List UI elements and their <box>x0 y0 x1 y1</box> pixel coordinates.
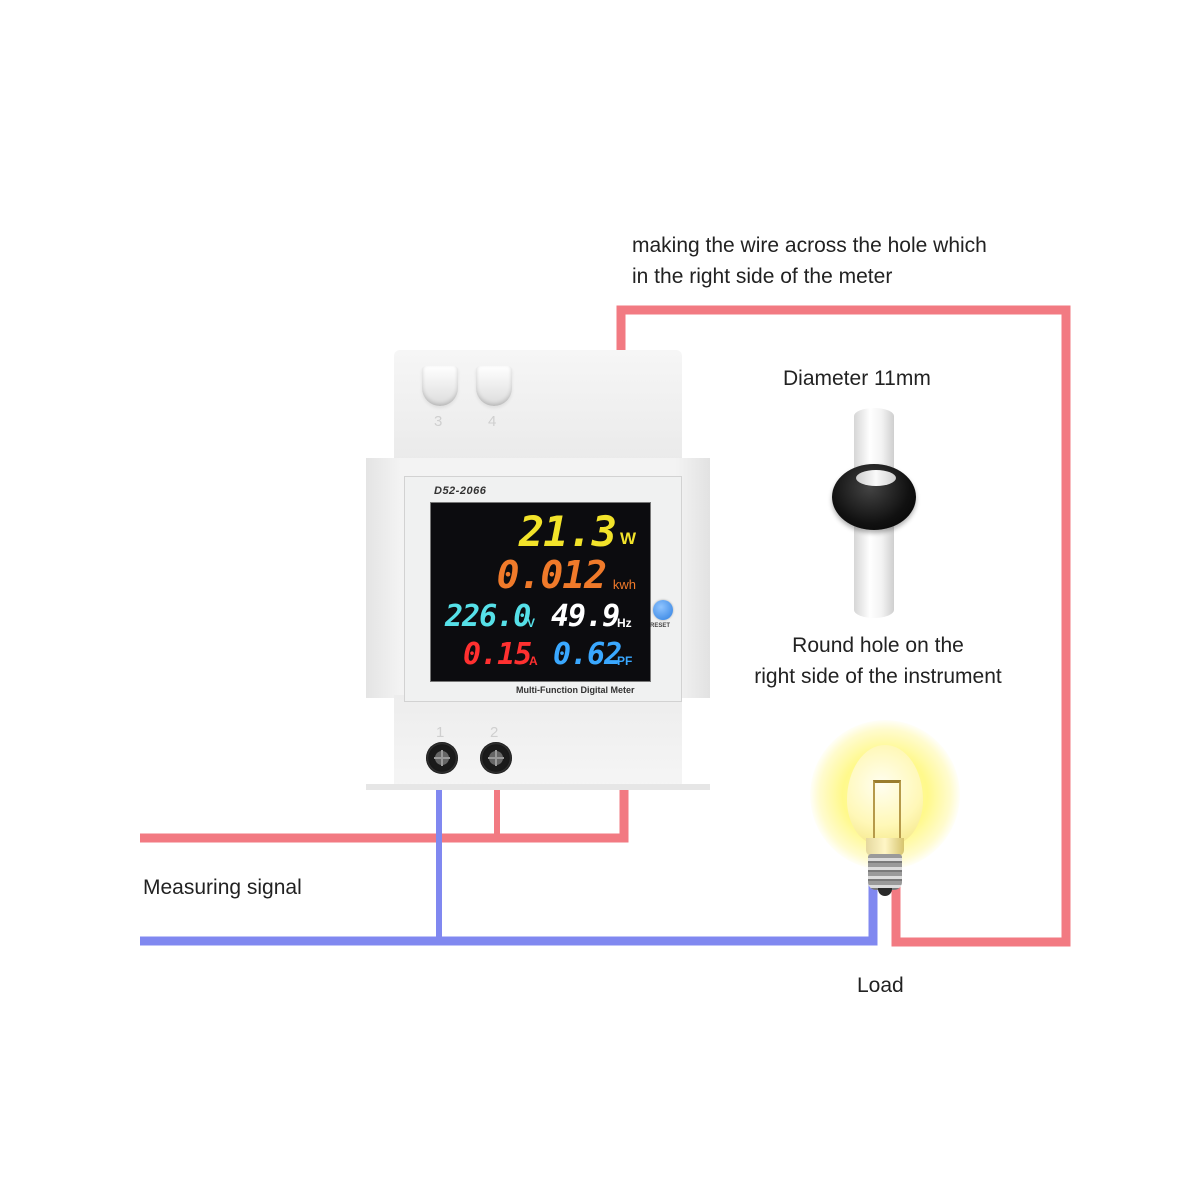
reset-button[interactable] <box>653 600 673 620</box>
terminal-2-number: 2 <box>490 724 499 741</box>
energy-value: 0.012 <box>496 553 607 597</box>
terminal-1-screw-icon <box>426 742 458 774</box>
terminal-4-slot <box>476 366 512 406</box>
bulb-globe <box>847 745 923 845</box>
hole-description-line1: Round hole on the <box>792 634 964 657</box>
measuring-signal-label: Measuring signal <box>143 876 302 899</box>
live-wire-through-ct <box>616 305 1071 947</box>
meter-caption: Multi-Function Digital Meter <box>516 685 635 695</box>
terminal-3-number: 3 <box>434 413 443 430</box>
terminal-3-slot <box>422 366 458 406</box>
load-label: Load <box>857 974 904 997</box>
bulb-tip <box>878 888 892 896</box>
lcd-screen: 21.3 W 0.012 kwh 226.0 V 49.9 Hz 0.15 A … <box>430 502 651 682</box>
meter-foot <box>366 784 710 790</box>
frequency-value: 49.9 <box>551 599 620 634</box>
ct-ring-hole <box>856 470 896 486</box>
hole-description: Round hole on the right side of the inst… <box>740 630 1016 692</box>
hole-description-line2: right side of the instrument <box>754 665 1002 688</box>
bulb-neck <box>866 838 904 856</box>
bulb-base <box>868 854 902 890</box>
terminal-4-number: 4 <box>488 413 497 430</box>
light-bulb-icon <box>810 720 960 900</box>
terminal-1-number: 1 <box>436 724 445 741</box>
power-unit: W <box>619 529 636 548</box>
power-factor-unit: PF <box>617 654 633 668</box>
live-wire-input <box>140 790 629 843</box>
voltage-value: 226.0 <box>445 599 531 634</box>
terminal-2-screw-icon <box>480 742 512 774</box>
ct-ring-icon <box>832 464 916 530</box>
current-unit: A <box>529 654 538 668</box>
voltage-unit: V <box>527 616 536 630</box>
current-transformer <box>830 408 920 620</box>
model-number: D52-2066 <box>434 485 487 497</box>
din-rail-meter: 3 4 D52-2066 21.3 W 0.012 kwh 226.0 V 49… <box>366 350 710 790</box>
power-value: 21.3 <box>518 507 617 556</box>
diameter-label: Diameter 11mm <box>783 367 931 390</box>
frequency-unit: Hz <box>617 616 632 630</box>
energy-unit: kwh <box>612 577 636 592</box>
power-factor-value: 0.62 <box>553 637 622 672</box>
bulb-filament <box>873 780 901 843</box>
wire-instruction-line1: making the wire across the hole which <box>632 234 987 257</box>
neutral-wire <box>140 880 878 946</box>
wire-instruction-line2: in the right side of the meter <box>632 265 893 288</box>
current-value: 0.15 <box>463 637 532 672</box>
wire-instruction-note: making the wire across the hole which in… <box>632 230 987 292</box>
reset-label: RESET <box>650 623 671 629</box>
